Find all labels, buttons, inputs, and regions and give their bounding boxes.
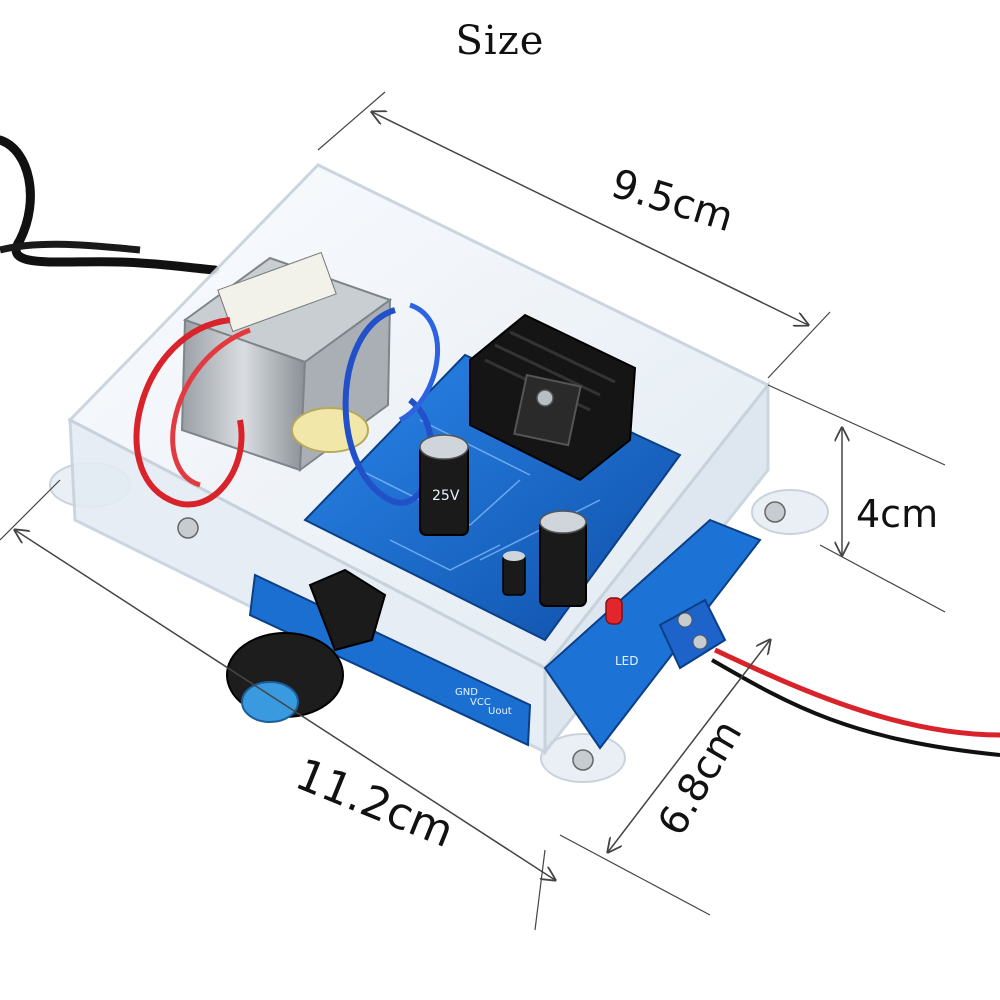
capacitor-large-1: 25V xyxy=(419,434,469,536)
regulator-screw xyxy=(536,389,554,407)
capacitor-small xyxy=(502,551,526,596)
dim-line-width xyxy=(372,112,808,325)
output-pcb xyxy=(543,518,762,750)
voltage-regulator xyxy=(513,373,582,447)
page-title: Size xyxy=(455,18,545,64)
dim-ext-width-right xyxy=(767,311,831,379)
dim-line-length xyxy=(15,530,555,880)
dim-ext-height-bottom xyxy=(819,544,946,613)
mounting-ear-right xyxy=(751,489,829,535)
dim-ext-depth-left xyxy=(559,834,711,916)
transformer-coil xyxy=(291,407,369,453)
capacitor-rating: 25V xyxy=(432,488,460,504)
pcb-label-uout: Uout xyxy=(488,706,512,717)
dim-ext-width-left xyxy=(317,91,386,151)
terminal-screw-1 xyxy=(677,612,693,628)
dim-ext-height-top xyxy=(767,384,946,466)
dim-ext-length-right xyxy=(534,849,546,931)
red-led xyxy=(605,597,623,625)
case-screw-3 xyxy=(572,749,594,771)
case-screw-2 xyxy=(764,501,786,523)
output-red-wire xyxy=(713,647,1000,738)
terminal-screw-2 xyxy=(692,634,708,650)
red-wire-loop-2 xyxy=(170,327,251,488)
power-cord xyxy=(0,135,220,275)
red-wire-loop xyxy=(133,317,245,508)
pcb-label-led: LED xyxy=(615,654,639,668)
adjust-knob xyxy=(226,632,344,723)
dimension-height-label: 4cm xyxy=(856,492,939,536)
transformer-label xyxy=(217,251,337,333)
power-cord-loop xyxy=(0,240,141,254)
dim-ext-length-left xyxy=(0,479,61,541)
dim-line-depth xyxy=(608,640,770,852)
capacitor-large-2 xyxy=(539,510,587,607)
case-screw-1 xyxy=(177,517,199,539)
